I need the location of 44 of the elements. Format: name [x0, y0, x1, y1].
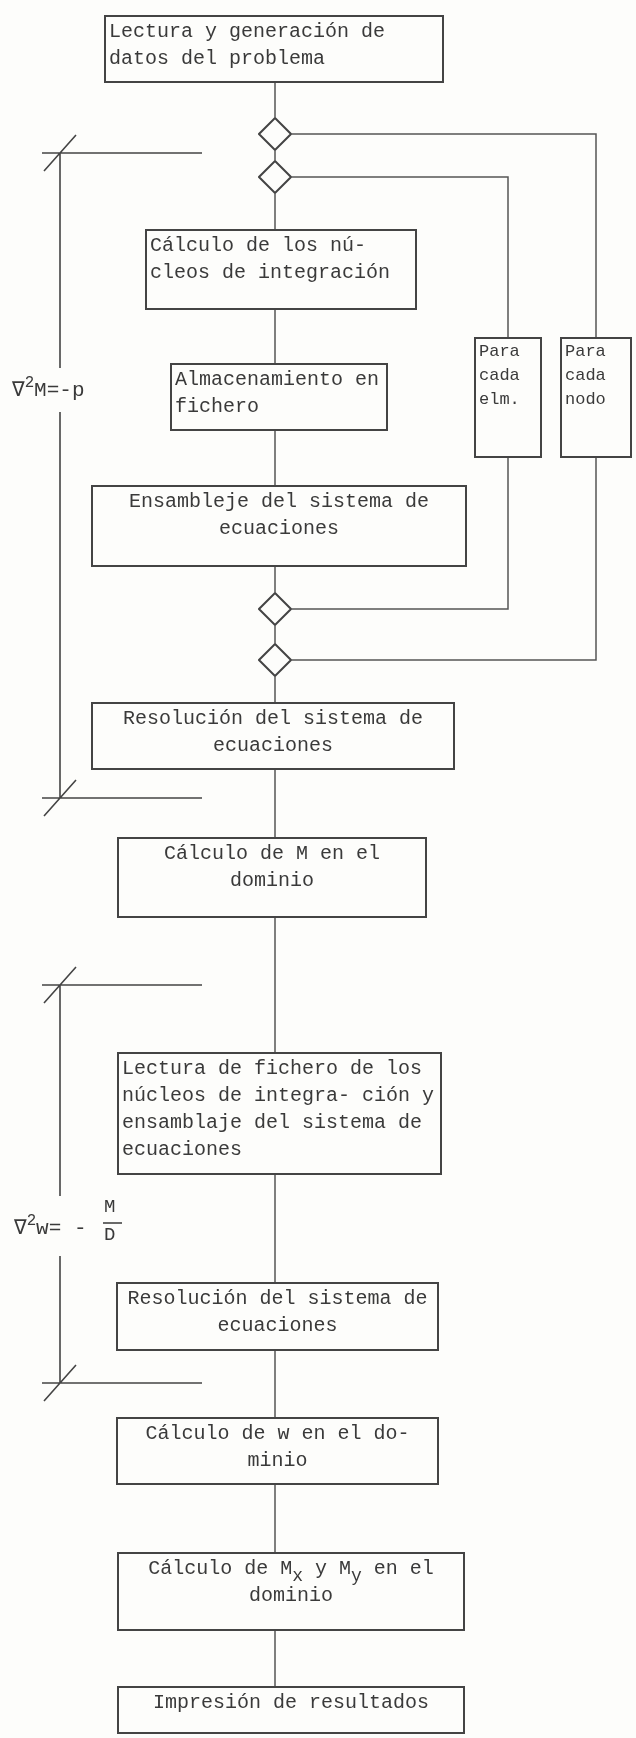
connector-line	[274, 82, 276, 118]
connector-line	[274, 676, 276, 703]
process-box	[117, 837, 427, 918]
connector-line	[274, 566, 276, 593]
process-box	[145, 229, 417, 310]
process-box	[117, 1552, 465, 1631]
process-box	[474, 337, 542, 458]
connector-line	[274, 193, 276, 230]
box-text: Ensambleje del sistema de ecuaciones	[127, 489, 431, 542]
connector-line	[291, 176, 509, 338]
process-box	[116, 1282, 439, 1351]
box-text: Cálculo de M$_{x}$ y M$_{y}$ en el dominio	[147, 1556, 435, 1609]
box-text: Para cada nodo	[565, 341, 607, 411]
process-box	[104, 15, 444, 83]
process-box	[117, 1052, 442, 1175]
box-text: Cálculo de los nú- cleos de integración	[150, 233, 392, 286]
process-box	[170, 363, 388, 431]
box-text: Para cada elm.	[479, 341, 521, 411]
process-box	[91, 702, 455, 770]
box-text: Cálculo de w en el do- minio	[144, 1421, 411, 1474]
box-text: Lectura y generación de datos del problema	[109, 19, 387, 72]
connector-line	[274, 1630, 276, 1687]
connector-line	[291, 457, 509, 610]
box-text: Resolución del sistema de ecuaciones	[121, 706, 425, 759]
connector-line	[274, 917, 276, 1053]
connector-line	[291, 133, 597, 338]
connector-line	[274, 625, 276, 644]
process-box	[560, 337, 632, 458]
connector-line	[274, 769, 276, 838]
box-text: Resolución del sistema de ecuaciones	[126, 1286, 429, 1339]
connector-line	[274, 309, 276, 364]
connector-line	[274, 150, 276, 161]
box-text: Cálculo de M en el dominio	[162, 841, 381, 894]
process-box	[117, 1686, 465, 1734]
connector-line	[274, 430, 276, 486]
connector-line	[274, 1484, 276, 1553]
process-box	[116, 1417, 439, 1485]
box-text: Lectura de fichero de los núcleos de integra- ción y ensamblaje del sistema de ecuaciones	[122, 1056, 436, 1163]
connector-line	[274, 1174, 276, 1283]
process-box	[91, 485, 467, 567]
connector-line	[291, 457, 597, 661]
connector-line	[274, 1350, 276, 1418]
box-text: Impresión de resultados	[151, 1690, 430, 1716]
box-text: Almacenamiento en fichero	[175, 367, 381, 420]
